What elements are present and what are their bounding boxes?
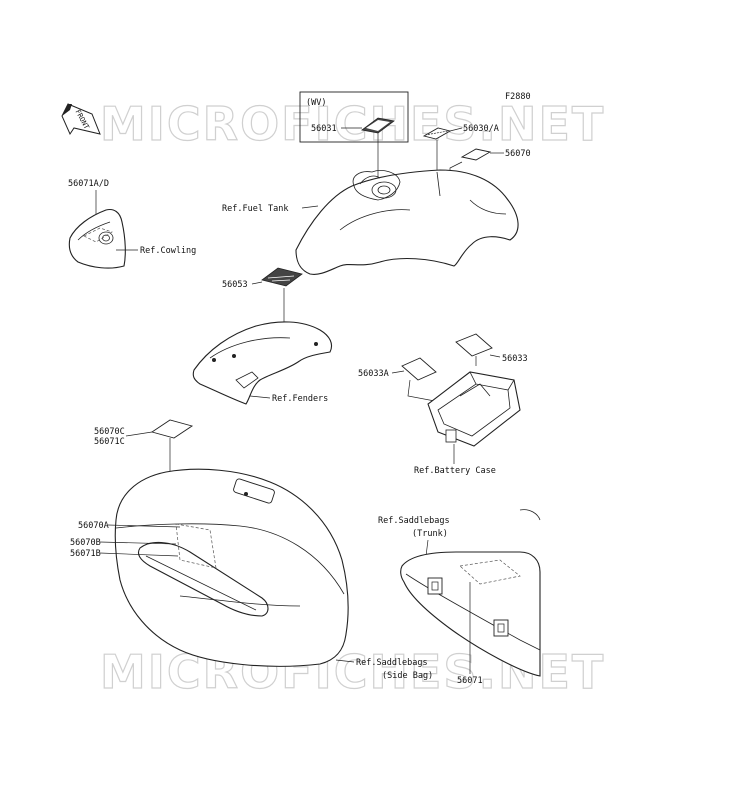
label-ref-saddlebags-trunk-2: (Trunk) <box>412 529 448 539</box>
fenders <box>192 321 333 405</box>
label-ref-saddlebags-side-1: Ref.Saddlebags <box>356 658 428 668</box>
label-56053: 56053 <box>222 280 248 290</box>
label-ref-saddlebags-side-2: (Side Bag) <box>382 671 433 681</box>
decal-56070-top <box>460 148 492 161</box>
label-56071: 56071 <box>457 676 483 686</box>
variant-box <box>299 91 409 143</box>
variant-box-label: (WV) <box>306 98 326 108</box>
label-ref-cowling: Ref.Cowling <box>140 246 196 256</box>
label-56071ad: 56071A/D <box>68 179 109 189</box>
label-56033: 56033 <box>502 354 528 364</box>
front-arrow-icon: FRONT <box>61 103 101 136</box>
label-56071c: 56071C <box>94 437 125 447</box>
label-ref-saddlebags-trunk-1: Ref.Saddlebags <box>378 516 450 526</box>
label-56071b: 56071B <box>70 549 101 559</box>
trunk-latch-left <box>427 577 443 595</box>
label-56031: 56031 <box>311 124 337 134</box>
watermark-top: MICROFICHES.NET <box>100 97 605 151</box>
decal-56070c <box>150 419 194 439</box>
decal-56033a <box>401 357 437 381</box>
label-ref-fenders: Ref.Fenders <box>272 394 328 404</box>
label-56070-top: 56070 <box>505 149 531 159</box>
fuel-tank <box>295 169 519 275</box>
label-56070a: 56070A <box>78 521 109 531</box>
battery-case <box>427 371 521 447</box>
diagram-code: F2880 <box>505 92 531 102</box>
label-ref-battery-case: Ref.Battery Case <box>414 466 496 476</box>
label-ref-fuel-tank: Ref.Fuel Tank <box>222 204 289 214</box>
side-saddlebag <box>114 468 349 667</box>
trunk-latch-right <box>493 619 509 637</box>
label-56070b: 56070B <box>70 538 101 548</box>
label-56033a: 56033A <box>358 369 389 379</box>
label-56030a: 56030/A <box>463 124 499 134</box>
decal-56033 <box>455 333 493 357</box>
cowling <box>68 208 126 269</box>
label-56070c: 56070C <box>94 427 125 437</box>
